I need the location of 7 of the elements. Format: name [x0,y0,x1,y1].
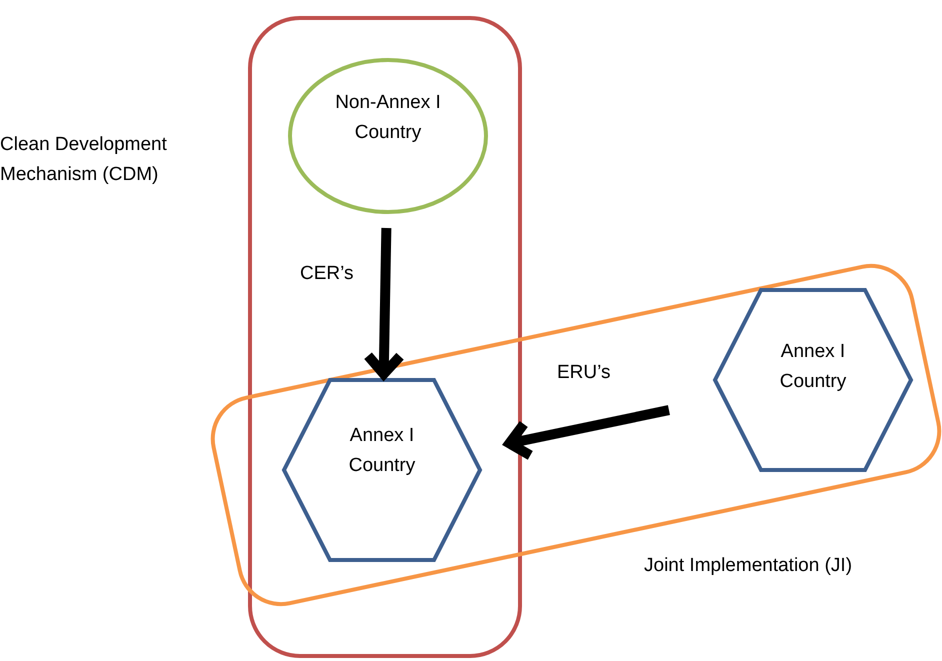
node-label: Annex I Country [778,340,848,394]
node-label: Clean Development Mechanism (CDM) [0,133,168,187]
node-label: Non-Annex I Country [334,91,442,145]
arrow [363,228,406,379]
arrow [504,405,670,460]
node-label: Annex I Country [348,424,416,478]
node-label: Joint Implementation (JI) [644,554,854,578]
